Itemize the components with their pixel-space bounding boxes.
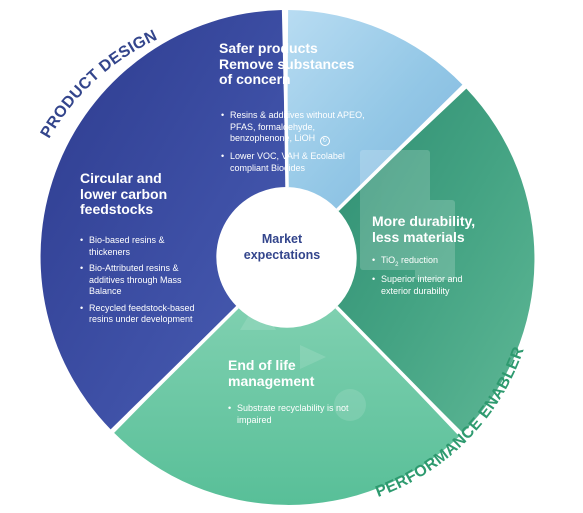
bullet-text: Resins & additives without APEO, PFAS, f… — [230, 110, 365, 144]
safer-products-title-line-1: Safer products — [219, 40, 318, 56]
end-of-life-title: End of life management — [228, 357, 315, 389]
durability-title: More durability, less materials — [372, 213, 476, 245]
durability-title-line-2: less materials — [372, 228, 465, 245]
bullet-item: Resins & additives without APEO, PFAS, f… — [221, 110, 371, 147]
durability-title-line-1: More durability, — [372, 213, 476, 229]
bullet-item: Lower VOC, VAH & Ecolabel compliant Bioc… — [221, 151, 371, 174]
safer-products-title: Safer products Remove substances of conc… — [219, 40, 355, 88]
bullet-text-suffix: reduction — [398, 255, 439, 265]
center-label: Market expectations — [243, 232, 321, 262]
circular-title-line-2: lower carbon — [80, 185, 168, 202]
bullet-text: TiO — [381, 255, 396, 265]
circle-arrow-icon: ↻ — [319, 136, 330, 147]
bullet-item: Bio-Attributed resins & additives throug… — [80, 263, 200, 298]
end-of-life-bullets: Substrate recyclability is not impaired — [228, 403, 358, 431]
bullet-item: TiO2 reduction — [372, 255, 492, 269]
bullet-item: Substrate recyclability is not impaired — [228, 403, 358, 426]
bullet-item: Bio-based resins & thickeners — [80, 235, 200, 258]
safer-products-title-line-2: Remove substances — [219, 55, 355, 72]
safer-products-title-line-3: of concern — [219, 71, 291, 88]
circular-title-line-1: Circular and — [80, 170, 162, 186]
durability-bullets: TiO2 reduction Superior interior and ext… — [372, 255, 492, 303]
circular-title-line-3: feedstocks — [80, 201, 154, 218]
end-of-life-title-line-2: management — [228, 372, 315, 389]
bullet-item: Superior interior and exterior durabilit… — [372, 274, 492, 297]
safer-products-bullets: Resins & additives without APEO, PFAS, f… — [221, 110, 371, 179]
end-of-life-title-line-1: End of life — [228, 357, 296, 373]
circular-title: Circular and lower carbon feedstocks — [80, 170, 168, 218]
bullet-item: Recycled feedstock-based resins under de… — [80, 303, 200, 326]
subscript: 2 — [395, 261, 399, 268]
center-circle — [219, 189, 355, 325]
circular-bullets: Bio-based resins & thickeners Bio-Attrib… — [80, 235, 200, 331]
